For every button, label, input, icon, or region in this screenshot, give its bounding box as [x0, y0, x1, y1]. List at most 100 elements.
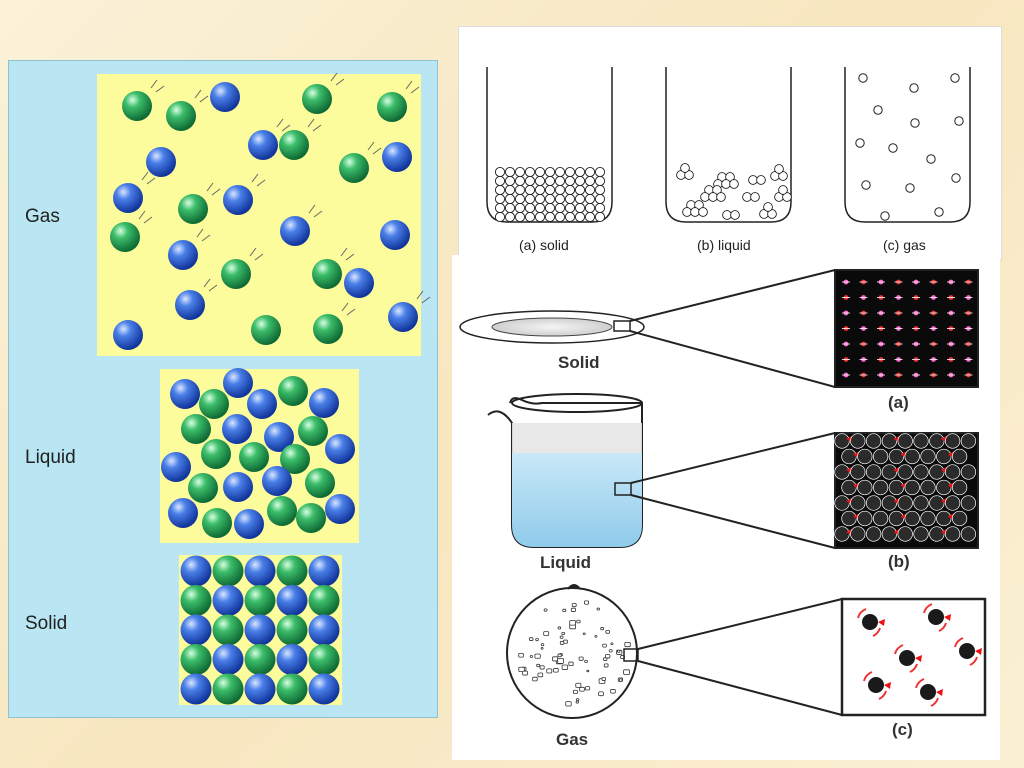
motion-line: [146, 177, 156, 185]
particle: [730, 210, 740, 220]
balloon-speck: [605, 654, 611, 659]
solid-zoom-line-top: [629, 269, 836, 322]
gas-particles: [110, 72, 431, 350]
balloon-speck: [575, 682, 582, 688]
particle: [594, 202, 606, 214]
balloon-speck: [559, 635, 564, 639]
green-particle: [244, 644, 276, 675]
particle: [594, 166, 606, 178]
motion-line: [211, 188, 221, 196]
liquid-particle: [841, 479, 857, 496]
blue-particle: [262, 466, 292, 496]
motion-arrow: [944, 614, 951, 621]
liquid-particle: [960, 526, 977, 542]
blue-particle: [113, 320, 143, 350]
particle: [584, 166, 596, 178]
balloon-speck: [573, 689, 578, 694]
gas-label: Gas: [25, 206, 60, 227]
motion-line: [276, 118, 284, 128]
balloon-speck: [605, 629, 610, 634]
top-liquid-particles: [676, 163, 792, 220]
gas-particle: [862, 614, 878, 630]
particle: [950, 73, 960, 83]
liquid-image-label: Liquid: [540, 553, 591, 572]
liquid-particle: [960, 495, 977, 511]
balloon-speck: [578, 656, 584, 661]
caption-c: (c): [892, 720, 913, 739]
green-particle: [305, 468, 335, 498]
green-particle: [239, 442, 269, 472]
liquid-particle: [872, 510, 889, 527]
particle: [742, 192, 752, 202]
particle: [880, 211, 890, 221]
particle: [544, 166, 556, 178]
motion-line: [201, 234, 211, 242]
particle: [905, 183, 915, 193]
motion-line: [251, 173, 259, 183]
balloon-speck: [540, 647, 544, 650]
balloon-speck: [532, 676, 538, 682]
gas-container: [844, 67, 971, 223]
gas-zoom-box: [623, 648, 639, 662]
particle: [594, 211, 606, 223]
balloon-speck: [569, 620, 576, 626]
particle: [763, 202, 773, 212]
motion-arc: [915, 678, 925, 689]
particle: [888, 143, 898, 153]
green-particle: [267, 496, 297, 526]
green-particle: [279, 130, 309, 160]
green-particle: [312, 259, 342, 289]
gas-magnified-particles: [857, 603, 982, 707]
liquid-particle: [897, 495, 913, 511]
particle: [858, 73, 868, 83]
liquid-particle: [897, 464, 913, 480]
particle: [534, 166, 546, 178]
particle: [594, 184, 606, 196]
caption-b-liquid: (b) liquid: [697, 237, 751, 253]
liquid-particle: [850, 526, 866, 542]
particle: [574, 166, 586, 178]
blue-particle: [309, 388, 339, 418]
particle: [514, 184, 526, 196]
balloon-speck: [608, 649, 613, 653]
top-gas-particles: [855, 73, 964, 221]
particle: [698, 207, 708, 217]
caption-c-gas: (c) gas: [883, 237, 926, 253]
balloon-speck: [561, 631, 566, 636]
motion-arrow: [878, 619, 885, 626]
balloon-speck: [579, 686, 585, 692]
blue-particle: [222, 414, 252, 444]
motion-arrow: [915, 655, 922, 662]
caption-b: (b): [888, 552, 910, 571]
balloon-speck: [603, 663, 609, 668]
balloon-speck: [575, 700, 579, 704]
liquid-particle: [834, 495, 850, 511]
particle: [544, 184, 556, 196]
particle: [716, 192, 726, 202]
balloon-particles: [518, 600, 631, 707]
motion-line: [313, 210, 323, 218]
liquid-particle: [951, 448, 968, 465]
motion-arrow: [884, 682, 891, 689]
balloon-speck: [543, 608, 548, 612]
liquid-particle: [951, 479, 968, 496]
motion-line: [203, 278, 211, 288]
motion-line: [341, 302, 349, 312]
gas-particle: [928, 609, 944, 625]
blue-particle: [180, 673, 212, 705]
liquid-particle: [865, 464, 882, 480]
particle: [554, 202, 566, 214]
particle: [722, 210, 732, 220]
particle: [524, 211, 536, 223]
motion-line: [372, 147, 382, 155]
green-particle: [188, 473, 218, 503]
liquid-particle: [841, 510, 857, 527]
green-particle: [339, 153, 369, 183]
particle: [774, 164, 784, 174]
particle: [594, 175, 606, 187]
liquid-zoom-box: [614, 482, 632, 496]
motion-line: [421, 296, 431, 304]
blue-particle: [308, 673, 340, 705]
motion-arrow: [975, 648, 982, 655]
beaker-rim: [511, 393, 643, 413]
